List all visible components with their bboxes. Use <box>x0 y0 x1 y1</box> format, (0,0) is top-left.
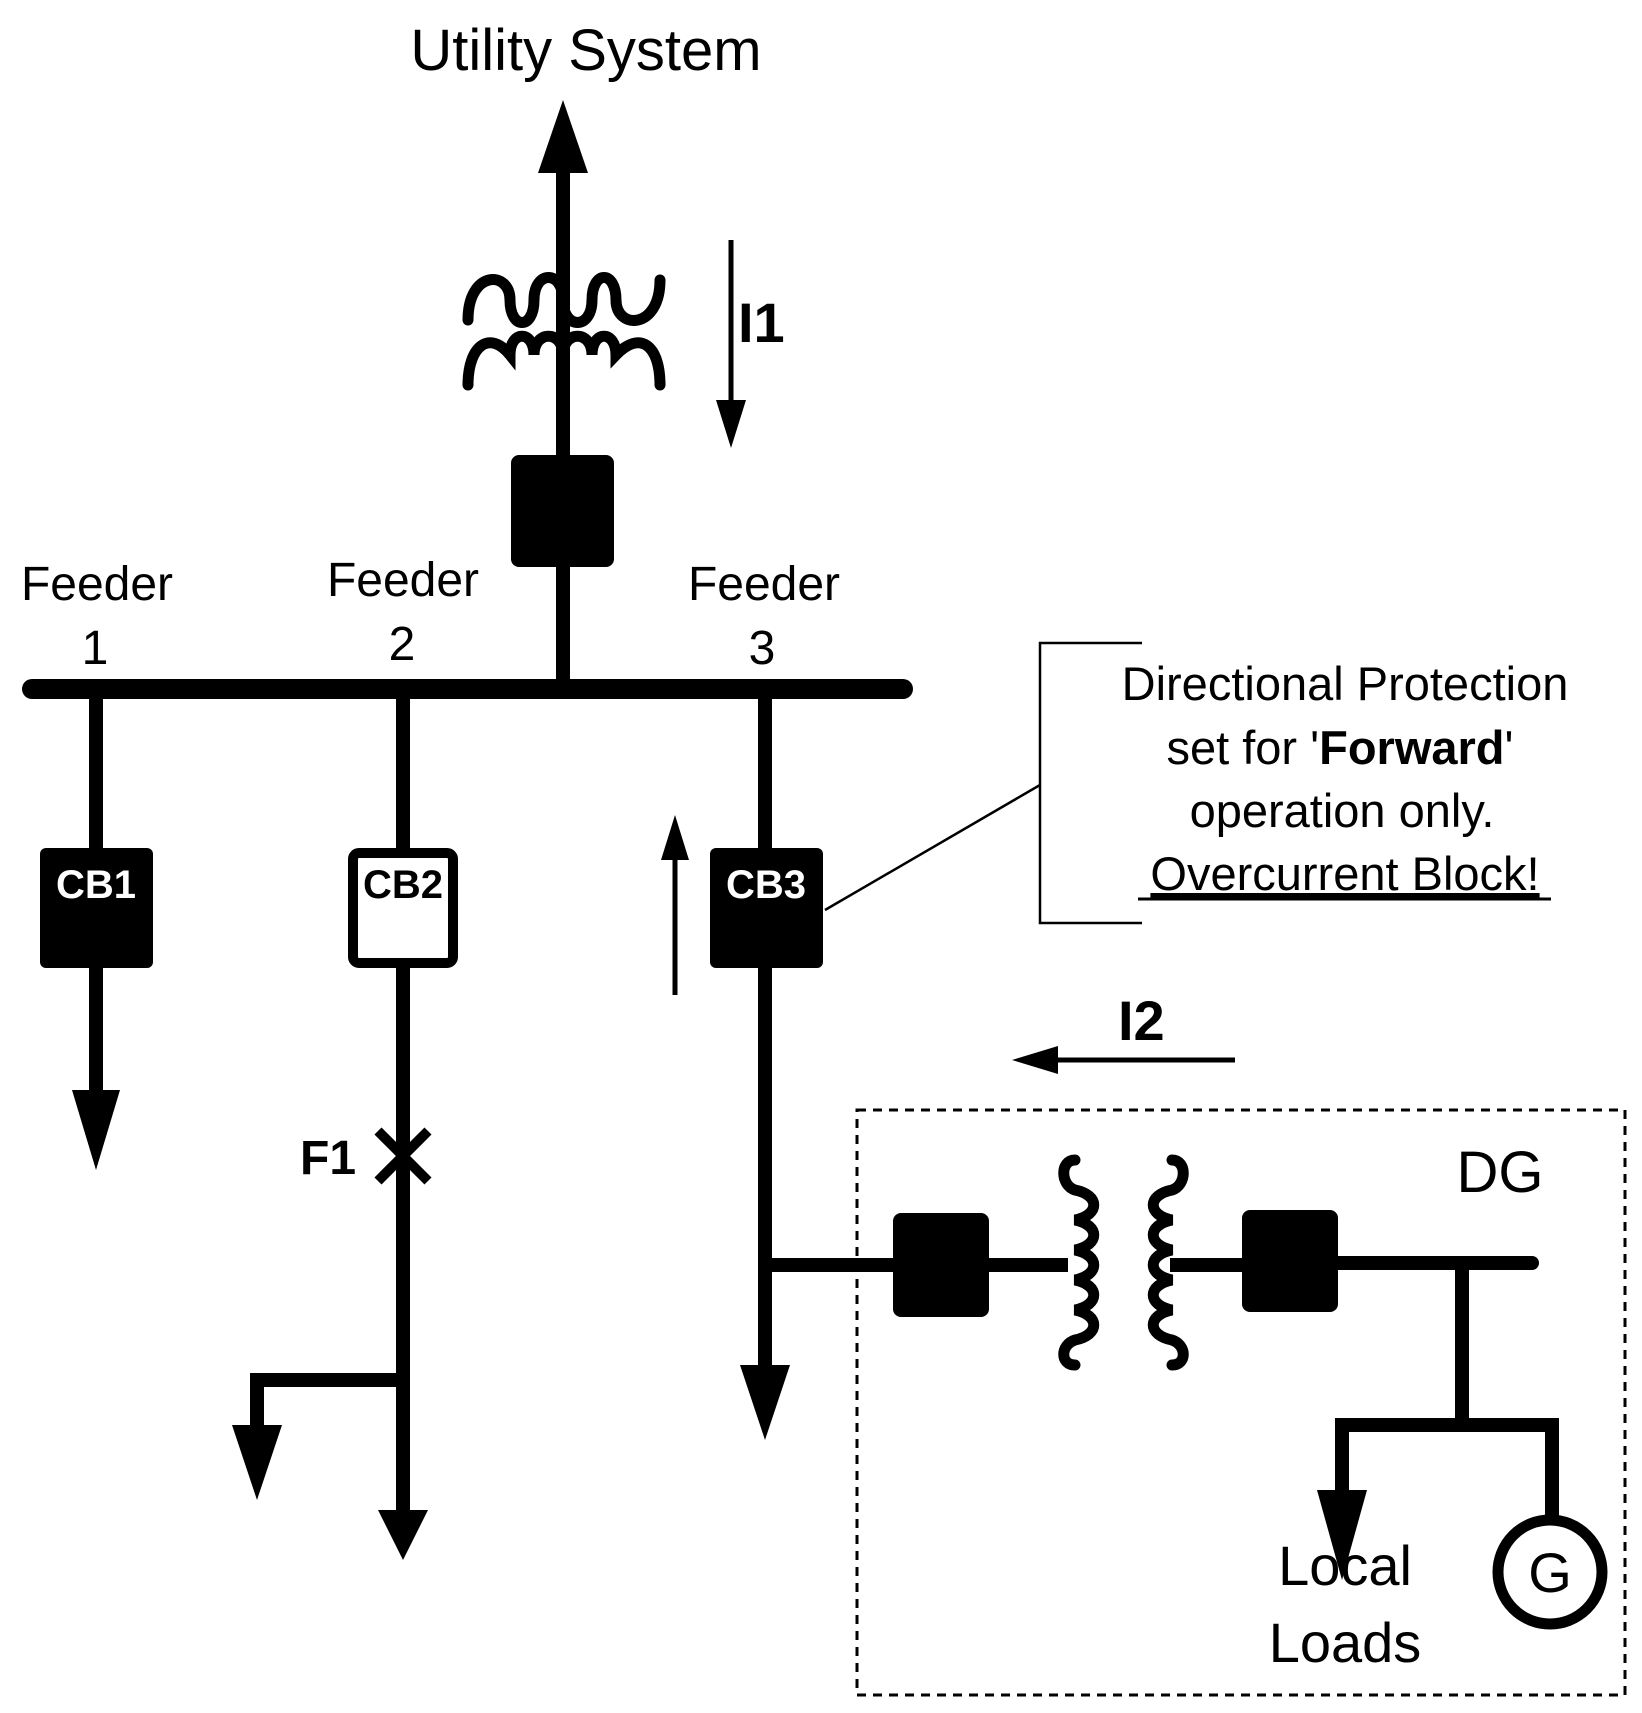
feeder-1-number: 1 <box>82 622 109 675</box>
current-arrow-i1 <box>716 240 746 448</box>
current-label-i2: I2 <box>1118 989 1165 1052</box>
local-loads-line-1: Local <box>1278 1534 1412 1597</box>
generator-symbol <box>1492 1514 1608 1630</box>
callout-bracket <box>824 641 1142 925</box>
fault-label: F1 <box>300 1132 356 1185</box>
main-breaker <box>511 455 614 567</box>
dg-breaker-1 <box>893 1213 989 1317</box>
fault-x-mark <box>374 1127 432 1185</box>
cb3-label: CB3 <box>726 863 806 907</box>
current-label-i1: I1 <box>738 291 785 354</box>
circuit-breaker-cb1 <box>40 848 153 968</box>
note-line-4: Overcurrent Block! <box>1150 847 1539 900</box>
utility-system-label: Utility System <box>410 18 761 83</box>
local-loads-line-2: Loads <box>1269 1611 1422 1674</box>
cb2-label: CB2 <box>363 863 443 907</box>
feeder-2-number: 2 <box>389 618 416 671</box>
dg-enclosure <box>855 1108 1627 1697</box>
feeder-1-label: Feeder <box>21 558 173 611</box>
reverse-flow-arrow <box>661 815 689 995</box>
note-line-3: operation only. <box>1190 784 1495 837</box>
note-line-1: Directional Protection <box>1122 657 1569 710</box>
dg-label: DG <box>1457 1140 1544 1205</box>
dg-transformer <box>1058 1154 1189 1371</box>
feeder-2-label: Feeder <box>327 554 479 607</box>
circuit-breaker-cb3 <box>710 848 823 968</box>
utility-arrow <box>538 100 588 280</box>
feeder-3-line <box>740 695 790 1440</box>
circuit-breaker-cb2 <box>348 848 458 968</box>
feeder-3-label: Feeder <box>688 558 840 611</box>
dg-branch <box>1317 1263 1559 1580</box>
note-line-2-suffix: ' <box>1505 721 1514 774</box>
note-forward: Forward <box>1319 721 1504 774</box>
note-line-2: set for 'Forward' <box>1166 721 1513 774</box>
main-transformer <box>462 272 666 460</box>
feeder-2-line <box>232 695 428 1560</box>
cb1-label: CB1 <box>56 863 136 907</box>
generator-g-label: G <box>1528 1541 1572 1604</box>
note-line-2-prefix: set for ' <box>1166 721 1319 774</box>
dg-breaker-2 <box>1242 1210 1338 1312</box>
feeder-3-number: 3 <box>749 622 776 675</box>
current-arrow-i2 <box>1012 1046 1235 1074</box>
feeder-1-line <box>72 695 120 1170</box>
